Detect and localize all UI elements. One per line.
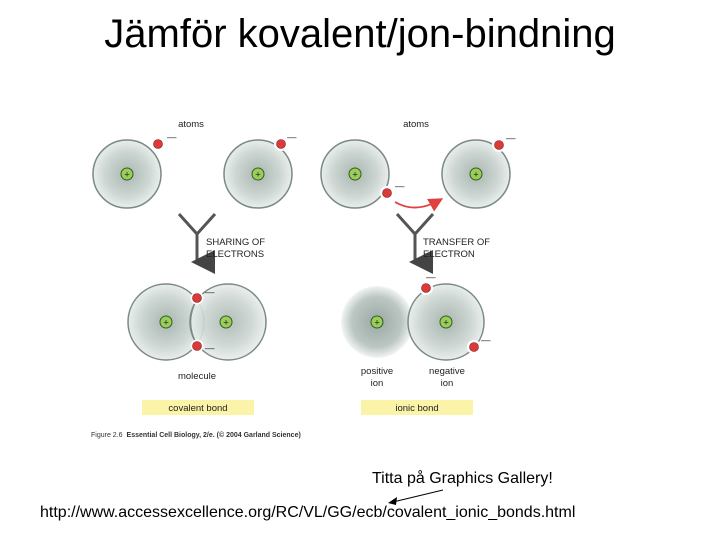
ionic-atom-left: + —	[320, 139, 405, 209]
electron-icon	[192, 293, 202, 303]
ionic-atoms-label: atoms	[403, 119, 429, 130]
covalent-molecule: + + — —	[127, 283, 267, 361]
covalent-atom-right: + —	[223, 132, 297, 209]
minus-sign: —	[426, 272, 436, 283]
molecule-label: molecule	[178, 371, 216, 382]
nucleus-icon	[469, 167, 483, 181]
electron-icon	[469, 342, 479, 352]
nucleus-icon	[370, 315, 384, 329]
nucleus-icon	[219, 315, 233, 329]
plus-sign: +	[352, 170, 358, 181]
ionic-process-line1: TRANSFER OF	[423, 237, 490, 248]
electron-icon	[153, 139, 163, 149]
minus-sign: —	[395, 181, 405, 192]
note-pointer-arrowhead	[388, 497, 397, 505]
covalent-bond-label: covalent bond	[168, 403, 227, 414]
nucleus-icon	[348, 167, 362, 181]
positive-ion-line1: positive	[361, 366, 393, 377]
ionic-atom-right: + —	[441, 133, 516, 209]
positive-ion-line2: ion	[371, 378, 384, 389]
figure-caption: Figure 2.6 Essential Cell Biology, 2/e. (…	[91, 431, 301, 439]
minus-sign: —	[167, 132, 177, 143]
nucleus-icon	[120, 167, 134, 181]
caption-source: Essential Cell Biology, 2/e. (© 2004 Gar…	[127, 431, 301, 439]
plus-sign: +	[124, 170, 130, 181]
minus-sign: —	[506, 133, 516, 144]
minus-sign: —	[205, 343, 215, 354]
covalent-atoms-label: atoms	[178, 119, 204, 130]
nucleus-icon	[159, 315, 173, 329]
source-url-link[interactable]: http://www.accessexcellence.org/RC/VL/GG…	[40, 504, 576, 521]
electron-icon	[276, 139, 286, 149]
covalent-bond-box	[142, 400, 254, 415]
electron-transfer-arrow	[394, 198, 444, 212]
nucleus-icon	[439, 315, 453, 329]
negative-ion-line2: ion	[441, 378, 454, 389]
minus-sign: —	[287, 132, 297, 143]
covalent-atom-left: + —	[92, 132, 177, 209]
nucleus-icon	[251, 167, 265, 181]
negative-ion: + — —	[407, 272, 491, 361]
electron-icon	[192, 341, 202, 351]
electron-icon	[382, 188, 392, 198]
covalent-process-line2: ELECTRONS	[206, 249, 264, 260]
note-pointer-line	[392, 489, 444, 503]
positive-ion: +	[341, 286, 413, 358]
plus-sign: +	[163, 318, 169, 329]
ionic-bond-label: ionic bond	[395, 403, 438, 414]
minus-sign: —	[205, 287, 215, 298]
electron-icon	[421, 283, 431, 293]
ionic-merge-arrow	[395, 212, 435, 274]
plus-sign: +	[255, 170, 261, 181]
plus-sign: +	[473, 170, 479, 181]
plus-sign: +	[374, 318, 380, 329]
caption-number: Figure 2.6	[91, 432, 123, 439]
minus-sign: —	[481, 335, 491, 346]
electron-icon	[494, 140, 504, 150]
slide-title: Jämför kovalent/jon-bindning	[104, 12, 616, 56]
negative-ion-line1: negative	[429, 366, 465, 377]
covalent-merge-arrow	[177, 212, 217, 274]
ionic-process-line2: ELECTRON	[423, 249, 475, 260]
plus-sign: +	[223, 318, 229, 329]
covalent-process-line1: SHARING OF	[206, 237, 265, 248]
plus-sign: +	[443, 318, 449, 329]
ionic-bond-box	[361, 400, 473, 415]
graphics-gallery-note: Titta på Graphics Gallery!	[372, 470, 553, 487]
